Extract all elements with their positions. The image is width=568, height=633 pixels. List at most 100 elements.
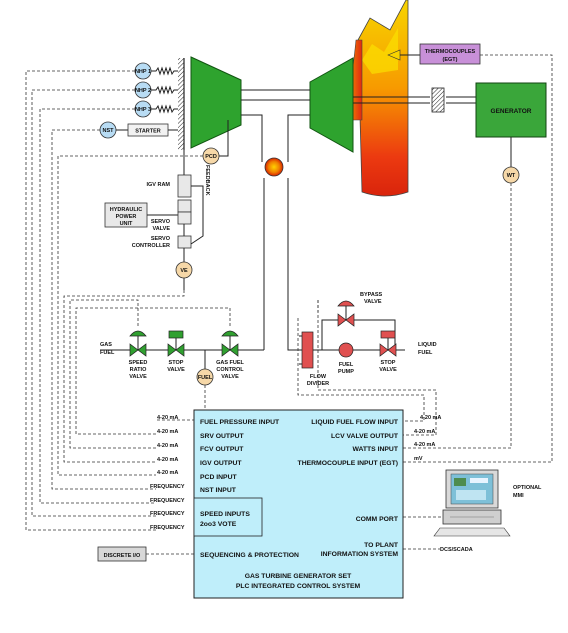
svg-text:DIVIDER: DIVIDER xyxy=(307,381,329,387)
svg-text:VE: VE xyxy=(180,268,188,274)
svg-text:(EGT): (EGT) xyxy=(443,57,458,63)
thermocouples-box: THERMOCOUPLES (EGT) xyxy=(387,43,481,65)
starter-box: STARTER xyxy=(127,123,178,137)
power-turbine xyxy=(309,57,354,153)
svg-text:2oo3 VOTE: 2oo3 VOTE xyxy=(200,521,237,528)
svg-text:OPTIONAL: OPTIONAL xyxy=(513,485,542,491)
exhaust-stack xyxy=(345,0,409,197)
nhp2-sensor: NHP 2 xyxy=(134,81,178,99)
svg-text:NST: NST xyxy=(103,128,115,134)
generator-label: GENERATOR xyxy=(491,108,532,115)
svg-text:SPEED INPUTS: SPEED INPUTS xyxy=(200,511,250,518)
shaft xyxy=(241,89,476,162)
speed-ratio-valve: SPEED RATIO VALVE xyxy=(129,330,148,380)
svg-text:PCD: PCD xyxy=(205,154,217,160)
svg-text:DISCRETE I/O: DISCRETE I/O xyxy=(104,553,141,559)
svg-text:PLC INTEGRATED CONTROL SYSTEM: PLC INTEGRATED CONTROL SYSTEM xyxy=(236,583,361,590)
svg-text:VALVE: VALVE xyxy=(379,367,397,373)
servo-controller: SERVO CONTROLLER xyxy=(132,224,192,249)
svg-text:PUMP: PUMP xyxy=(338,369,354,375)
svg-text:POWER: POWER xyxy=(116,214,137,220)
igv-ram: IGV RAM xyxy=(146,150,192,213)
svg-text:mV: mV xyxy=(414,456,423,462)
svg-text:UNIT: UNIT xyxy=(120,221,133,227)
svg-text:VALVE: VALVE xyxy=(152,226,170,232)
signal-lines xyxy=(25,54,553,555)
gas-fuel-control-valve: GAS FUEL CONTROL VALVE xyxy=(216,330,245,380)
svg-text:4-20 mA: 4-20 mA xyxy=(157,457,178,463)
svg-text:FREQUENCY: FREQUENCY xyxy=(150,511,185,517)
svg-text:LIQUID: LIQUID xyxy=(418,342,437,348)
svg-text:NHP 2: NHP 2 xyxy=(135,88,151,94)
svg-text:4-20 mA: 4-20 mA xyxy=(414,429,435,435)
svg-text:COMM PORT: COMM PORT xyxy=(356,516,399,523)
feedback-loop: FEEDBACK xyxy=(190,165,210,245)
svg-text:SEQUENCING & PROTECTION: SEQUENCING & PROTECTION xyxy=(200,552,299,559)
generator: GENERATOR xyxy=(475,82,547,138)
hydraulic-power-unit: HYDRAULIC POWER UNIT xyxy=(104,202,178,228)
svg-text:STOP: STOP xyxy=(381,360,396,366)
fuel-pressure-sensor: FUEL xyxy=(196,350,214,386)
mmi-computer: OPTIONAL MMI xyxy=(433,469,542,537)
svg-text:FUEL: FUEL xyxy=(198,375,213,381)
svg-text:FREQUENCY: FREQUENCY xyxy=(150,484,185,490)
svg-text:THERMOCOUPLES: THERMOCOUPLES xyxy=(425,49,476,55)
plc-input-3: IGV OUTPUT xyxy=(200,460,242,467)
svg-text:SERVO: SERVO xyxy=(151,219,171,225)
svg-text:4-20 mA: 4-20 mA xyxy=(157,415,178,421)
svg-text:RATIO: RATIO xyxy=(130,367,147,373)
compressor xyxy=(190,56,242,149)
svg-text:FREQUENCY: FREQUENCY xyxy=(150,498,185,504)
svg-text:VALVE: VALVE xyxy=(129,374,147,380)
svg-text:CONTROL: CONTROL xyxy=(216,367,244,373)
svg-text:NHP 1: NHP 1 xyxy=(135,69,151,75)
svg-text:SPEED: SPEED xyxy=(129,360,148,366)
combustor xyxy=(264,157,284,177)
liquid-fuel-line: LIQUID FUEL xyxy=(287,178,437,356)
svg-text:4-20 mA: 4-20 mA xyxy=(157,429,178,435)
svg-text:GAS: GAS xyxy=(100,342,112,348)
svg-text:STARTER: STARTER xyxy=(135,129,161,135)
svg-text:SERVO: SERVO xyxy=(151,236,171,242)
svg-text:FUEL: FUEL xyxy=(100,350,115,356)
plc-output-1: LCV VALVE OUTPUT xyxy=(331,433,399,440)
nhp1-sensor: NHP 1 xyxy=(134,62,178,80)
svg-text:VALVE: VALVE xyxy=(167,367,185,373)
svg-text:STOP: STOP xyxy=(169,360,184,366)
coupling xyxy=(431,87,445,113)
svg-text:GAS FUEL: GAS FUEL xyxy=(216,360,244,366)
fuel-pump: FUEL PUMP xyxy=(338,342,354,375)
plc-input-0: FUEL PRESSURE INPUT xyxy=(200,419,280,426)
svg-text:MMI: MMI xyxy=(513,493,524,499)
ve-sensor: VE xyxy=(175,248,193,290)
svg-text:FUEL: FUEL xyxy=(418,350,433,356)
svg-text:4-20 mA: 4-20 mA xyxy=(420,415,441,421)
servo-valve: SERVO VALVE xyxy=(151,211,192,232)
svg-text:GAS TURBINE GENERATOR SET: GAS TURBINE GENERATOR SET xyxy=(245,573,352,580)
svg-text:HYDRAULIC: HYDRAULIC xyxy=(110,207,142,213)
svg-text:4-20 mA: 4-20 mA xyxy=(414,442,435,448)
wt-sensor: WT xyxy=(502,137,520,184)
plc-control-system: FUEL PRESSURE INPUT SRV OUTPUT FCV OUTPU… xyxy=(193,409,404,599)
dcs-scada-label: DCS/SCADA xyxy=(440,547,473,553)
plc-input-2: FCV OUTPUT xyxy=(200,446,244,453)
plc-output-2: WATTS INPUT xyxy=(352,446,398,453)
plc-input-4: PCD INPUT xyxy=(200,474,237,481)
bypass-valve: BYPASS VALVE xyxy=(337,292,383,327)
flow-divider: FLOW DIVIDER xyxy=(299,331,329,387)
svg-text:TO PLANT: TO PLANT xyxy=(364,542,399,549)
inlet-wall xyxy=(178,58,185,150)
svg-text:INFORMATION SYSTEM: INFORMATION SYSTEM xyxy=(321,551,399,558)
svg-text:CONTROLLER: CONTROLLER xyxy=(132,243,170,249)
svg-text:WT: WT xyxy=(507,173,516,179)
svg-text:FREQUENCY: FREQUENCY xyxy=(150,525,185,531)
svg-text:4-20 mA: 4-20 mA xyxy=(157,443,178,449)
stop-valve-gas: STOP VALVE xyxy=(167,330,185,373)
nst-sensor: NST xyxy=(99,121,128,139)
signal-labels: 4-20 mA 4-20 mA 4-20 mA 4-20 mA 4-20 mA … xyxy=(150,415,441,531)
plc-input-5: NST INPUT xyxy=(200,487,237,494)
svg-text:BYPASS: BYPASS xyxy=(360,292,383,298)
plc-input-1: SRV OUTPUT xyxy=(200,433,245,440)
discrete-io-box: DISCRETE I/O xyxy=(97,546,147,562)
